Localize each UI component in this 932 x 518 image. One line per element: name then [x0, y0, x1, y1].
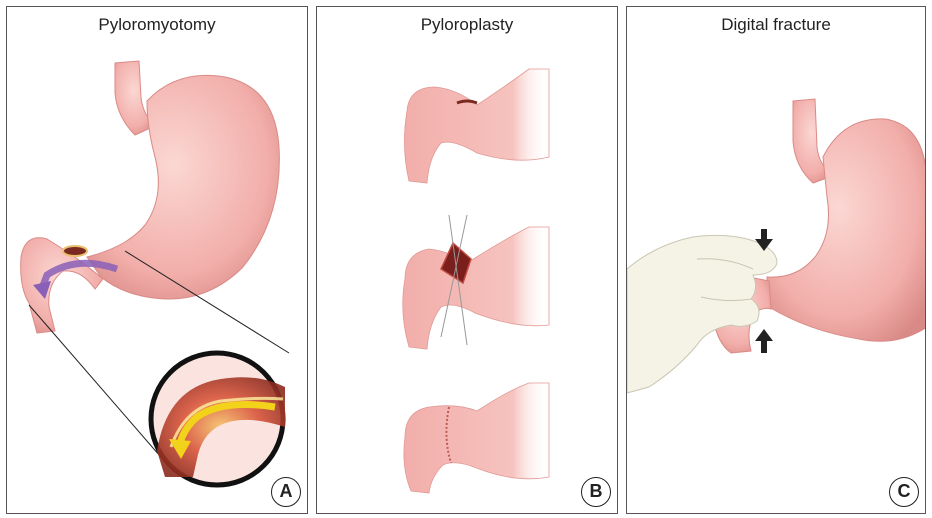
- panel-pyloroplasty: Pyloroplasty B: [316, 6, 618, 514]
- digital-fracture-illustration: [627, 7, 926, 514]
- up-arrow-icon: [755, 329, 773, 353]
- pyloroplasty-step-incision: [404, 69, 549, 183]
- pyloroplasty-step-open: [403, 227, 549, 349]
- panel-label-a: A: [271, 477, 301, 507]
- panel-digital-fracture: Digital fracture C: [626, 6, 926, 514]
- myotomy-incision: [63, 246, 87, 256]
- panel-label-b: B: [581, 477, 611, 507]
- stomach-body: [767, 119, 926, 341]
- panel-pyloromyotomy: Pyloromyotomy: [6, 6, 308, 514]
- pylorus-duodenum: [21, 238, 103, 333]
- pyloromyotomy-illustration: [7, 7, 308, 514]
- pyloroplasty-illustration: [317, 7, 618, 514]
- panel-label-c: C: [889, 477, 919, 507]
- pyloroplasty-step-closed: [404, 383, 549, 493]
